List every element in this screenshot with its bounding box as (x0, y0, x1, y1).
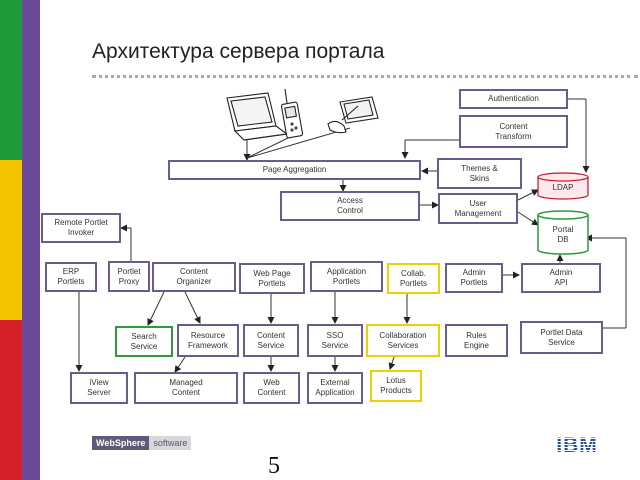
ldap-label: LDAP (552, 183, 574, 192)
external-application-box: External Application (307, 372, 363, 404)
admin-portlets-box: Admin Portlets (445, 263, 503, 293)
strip-red (0, 320, 22, 480)
user-management-box: User Management (438, 193, 518, 224)
slide-title: Архитектура сервера портала (92, 40, 385, 63)
erp-portlets-box: ERP Portlets (45, 262, 97, 292)
authentication-box: Authentication (459, 89, 568, 109)
portal-db-cylinder (537, 210, 589, 255)
iview-server-box: iView Server (70, 372, 128, 404)
websphere-logo-software: software (149, 436, 192, 450)
laptop-icon (226, 92, 289, 141)
ldap-cylinder (537, 172, 589, 200)
search-service-box: Search Service (115, 326, 173, 357)
pen-tablet-icon (327, 96, 379, 134)
ibm-logo: IBM (556, 434, 598, 455)
collaboration-services-box: Collaboration Services (366, 324, 440, 357)
page-aggregation-box: Page Aggregation (168, 160, 421, 180)
strip-yellow (0, 160, 22, 320)
web-content-box: Web Content (243, 372, 300, 404)
application-portlets-box: Application Portlets (310, 261, 383, 292)
accent-bar (22, 0, 40, 480)
resource-framework-box: Resource Framework (177, 324, 239, 357)
portlet-data-service-box: Portlet Data Service (520, 321, 603, 354)
title-divider (92, 75, 638, 78)
portlet-proxy-box: Portlet Proxy (108, 261, 150, 292)
admin-api-box: Admin API (521, 263, 601, 293)
rules-engine-box: Rules Engine (445, 324, 508, 357)
portal-db-label: Portal DB (552, 225, 574, 244)
sso-service-box: SSO Service (307, 324, 363, 357)
page-number: 5 (268, 453, 280, 479)
content-service-box: Content Service (243, 324, 299, 357)
ibm-logo-text: IBM (556, 434, 598, 455)
content-transform-box: Content Transform (459, 115, 568, 148)
lotus-products-box: Lotus Products (370, 370, 422, 402)
managed-content-box: Managed Content (134, 372, 238, 404)
websphere-logo-bold: WebSphere (92, 436, 150, 450)
web-page-portlets-box: Web Page Portlets (239, 263, 305, 294)
content-organizer-box: Content Organizer (152, 262, 236, 292)
themes-skins-box: Themes & Skins (437, 158, 522, 189)
strip-green (0, 0, 22, 160)
handheld-icon (280, 88, 304, 139)
websphere-logo: WebSphere software (92, 436, 192, 450)
access-control-box: Access Control (280, 191, 420, 221)
remote-portlet-invoker-box: Remote Portlet Invoker (41, 213, 121, 243)
collab-portlets-box: Collab. Portlets (387, 263, 440, 294)
